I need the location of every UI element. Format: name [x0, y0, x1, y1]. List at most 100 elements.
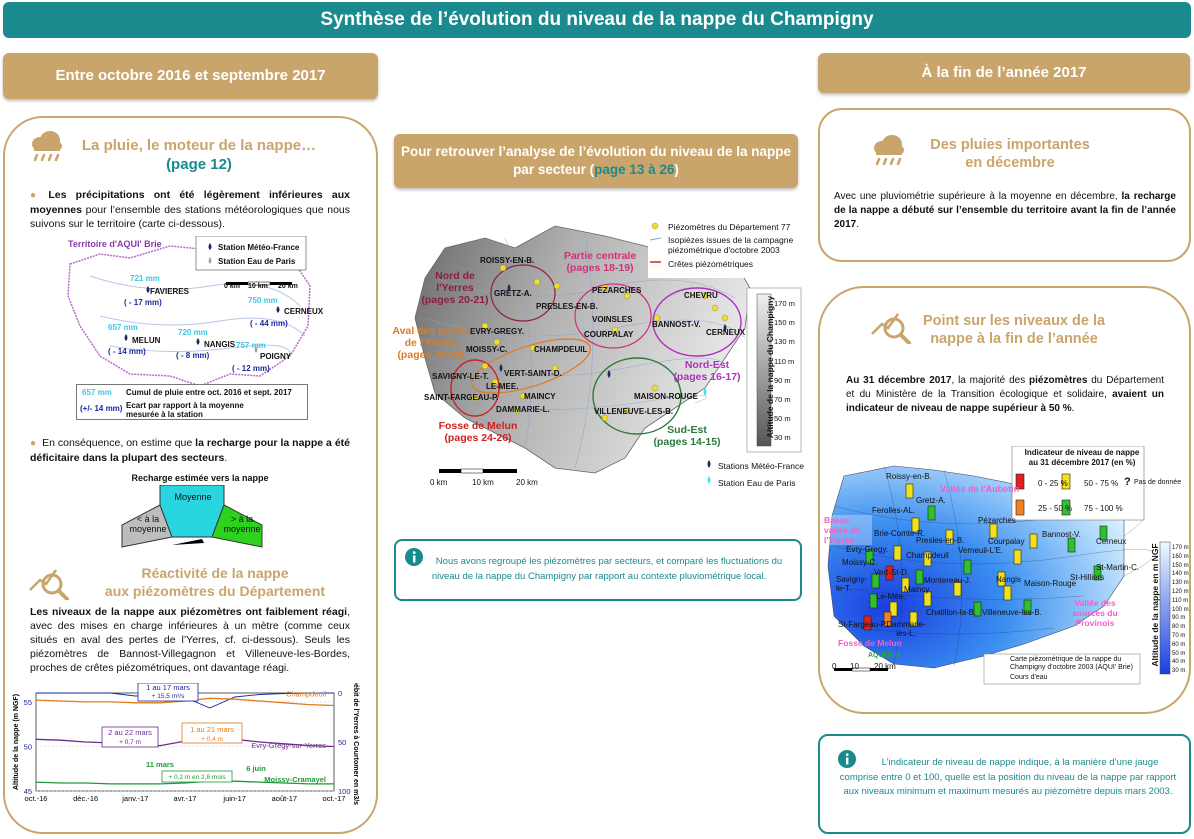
gauge-info-box	[818, 734, 1191, 834]
magnifier-chart-icon	[870, 306, 912, 345]
level-km20: 20 km	[874, 662, 896, 671]
reactivity-title-1: Réactivité de la nappe	[141, 565, 289, 581]
level-battery-icon	[863, 615, 872, 631]
level-battery-icon	[889, 601, 898, 617]
town-bannost: BANNOST-V.	[652, 320, 701, 329]
level-battery-icon	[865, 549, 874, 565]
ind-legend-50-75: 50 - 75 %	[1084, 479, 1119, 488]
level-battery-icon	[915, 569, 924, 585]
level-battery-icon	[1029, 533, 1038, 549]
level-battery-icon	[945, 529, 954, 545]
gauge-low-label: < à la moyenne	[129, 514, 167, 534]
level-battery-icon	[885, 565, 894, 581]
place-roissy: Roissy-en-B.	[886, 472, 932, 481]
level-battery-icon	[871, 573, 880, 589]
sector-sud-est[interactable]: Sud-Est(pages 14-15)	[653, 424, 721, 448]
recharge-p-bold: la recharge pour la nappe a été déficita…	[30, 437, 350, 464]
aquibrie-logo: AQUI'Brie	[868, 652, 901, 659]
sector-fosse-melun[interactable]: Fosse de Melun(pages 24-26)	[438, 420, 518, 444]
station-favieres-mm: 721 mm	[130, 274, 160, 283]
sector-legend-piezo: Piézomètres du Département 77	[668, 222, 791, 232]
town-maincy: MAINCY	[524, 392, 556, 401]
sector-aval-pertes[interactable]: Aval des pertes de l'Yerres(pages 22-23)	[392, 325, 470, 361]
chart-annotation: 6 juin	[246, 764, 266, 773]
place-dammarie: Dammarie-les-L.	[886, 620, 926, 638]
rain-map-km0: 0 km	[224, 283, 240, 290]
chart-annotation-box	[161, 770, 233, 783]
rain-page-ref[interactable]: (page 12)	[166, 156, 232, 173]
sector-nord-est[interactable]: Nord-Est(pages 16-17)	[673, 359, 741, 383]
zone-provinois: Vallée des sources du Provinois	[1072, 598, 1118, 628]
chart-annotation: 1 au 17 mars	[146, 683, 190, 692]
december-p-a: Avec une pluviométrie supérieure à la mo…	[834, 191, 1122, 202]
levels-p-end: .	[1071, 403, 1075, 414]
place-courpalay: Courpalay	[988, 537, 1025, 546]
level-battery-icon	[1093, 565, 1102, 581]
town-savigny: SAVIGNY-LE-T.	[432, 372, 489, 381]
rain-map-key	[76, 384, 308, 420]
place-moissy: Moissy-C.	[842, 558, 878, 567]
levels-p-b3: avaient un indicateur de niveau de nappe…	[846, 389, 1165, 414]
level-battery-icon	[901, 577, 910, 593]
level-tick: 140 m	[1172, 571, 1189, 578]
levels-p-b: du Département et du Ministère de la Tra…	[846, 375, 1165, 400]
place-lemee: Le-Mée.	[876, 592, 906, 601]
levels-paragraph: Au 31 décembre 2017, la majorité des pié…	[846, 374, 1164, 416]
sector-tick: 50 m	[774, 414, 791, 424]
level-map-legend-1: Carte piézométrique de la nappe du Champ…	[1010, 656, 1133, 671]
town-moissy: MOISSY-C.	[466, 345, 508, 354]
station-poigny-ecart: ( - 12 mm)	[232, 364, 270, 373]
zone-basse-yerres: Basse vallée de l'Yerres	[824, 515, 872, 545]
chart-xtick: oct.-17	[323, 794, 346, 803]
town-pezarches: PEZARCHES	[592, 286, 642, 295]
sector-tick: 150 m	[774, 318, 795, 328]
rain-paragraph: ●Les précipitations ont été légèrement i…	[30, 188, 350, 231]
sector-nord-yerres[interactable]: Nord de l'Yerres(pages 20-21)	[421, 270, 489, 306]
recharge-p-end: .	[224, 452, 228, 464]
gauge-info-text: L’indicateur de niveau de nappe indique,…	[839, 757, 1177, 797]
rain-p1-rest: pour l’ensemble des stations météorologi…	[30, 204, 350, 230]
town-stfargeau: SAINT-FARGEAU-P.	[424, 393, 499, 402]
level-tick: 90 m	[1172, 615, 1186, 622]
sector-tick: 90 m	[774, 375, 791, 385]
level-tick: 70 m	[1172, 632, 1186, 639]
level-tick: 110 m	[1172, 597, 1189, 604]
ind-legend-nodata: Pas de donnée	[1134, 479, 1182, 486]
chart-ylabel: Altitude de la nappe (m NGF)	[13, 694, 20, 790]
chart-annotation: + 0,4 m	[201, 736, 223, 743]
left-period-header: Entre octobre 2016 et septembre 2017	[3, 53, 378, 99]
magnifier-chart-icon	[28, 562, 70, 601]
rain-section-title: La pluie, le moteur de la nappe… (page 1…	[64, 136, 334, 174]
place-cerneux: Cerneux	[1096, 537, 1127, 546]
place-savigny: Savigny-le-T.	[836, 575, 868, 593]
level-battery-icon	[927, 505, 936, 521]
right-period-header: À la fin de l’année 2017	[818, 53, 1190, 93]
level-scale-title: Altitude de la nappe en m NGF	[1150, 543, 1160, 667]
sector-partie-centrale[interactable]: Partie centrale(pages 18-19)	[563, 250, 637, 274]
page-banner: Synthèse de l’évolution du niveau de la …	[3, 2, 1191, 38]
sector-header-pages[interactable]: page 13 à 26	[594, 162, 675, 177]
recharge-paragraph: ●En conséquence, on estime que la rechar…	[30, 436, 350, 465]
town-presles: PRESLES-EN-B.	[536, 302, 598, 311]
cloud-rain-icon	[28, 128, 64, 164]
sector-km0: 0 km	[430, 478, 448, 487]
bullet-icon: ●	[30, 190, 43, 201]
chart-xtick: déc.-16	[73, 794, 98, 803]
place-chatillon: Chatillon-la-B.	[926, 608, 977, 617]
place-bannost: Bannost-V.	[1042, 530, 1081, 539]
legend-battery-icon	[1015, 473, 1025, 490]
recharge-gauge	[120, 484, 264, 555]
place-maisonrouge: Maison-Rouge	[1024, 579, 1077, 588]
place-evry: Evry-Gregy.	[846, 545, 889, 554]
sector-legend-crete: Crêtes piézométriques	[668, 259, 754, 269]
level-battery-icon	[1003, 585, 1012, 601]
place-pezarches: Pézarches	[978, 516, 1016, 525]
level-tick: 50 m	[1172, 650, 1186, 657]
sector-info-text: Nous avons regroupé les piézomètres par …	[431, 556, 783, 582]
sector-map	[405, 218, 805, 493]
december-title-2: en décembre	[965, 155, 1055, 171]
sector-tick: 130 m	[774, 337, 795, 347]
key1-text: Cumul de pluie entre oct. 2016 et sept. …	[126, 388, 292, 397]
station-melun-name: MELUN	[132, 336, 161, 345]
sector-tick: 110 m	[774, 356, 795, 366]
